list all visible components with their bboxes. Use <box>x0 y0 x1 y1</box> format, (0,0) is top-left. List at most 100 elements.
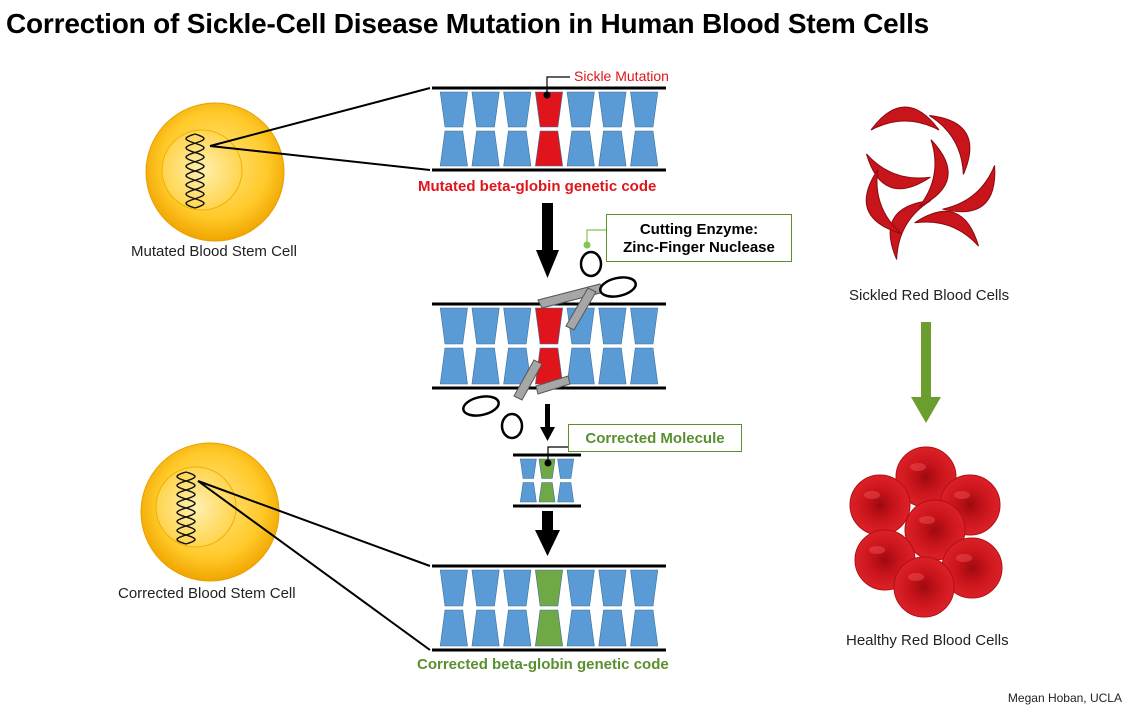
base-top <box>503 307 532 345</box>
sickled-cell <box>865 153 931 190</box>
base-bottom <box>503 130 532 167</box>
credit-text: Megan Hoban, UCLA <box>1007 691 1122 705</box>
corrected-molecule-pointer <box>544 446 568 467</box>
scissor-handle <box>462 395 500 417</box>
base-top <box>471 91 500 128</box>
cell-highlight <box>919 516 935 524</box>
sickled-cell <box>914 210 980 247</box>
cell-highlight <box>908 573 924 581</box>
green-arrow-down-icon <box>911 322 941 423</box>
sickle-mutation-pointer <box>543 76 570 99</box>
base-top <box>439 91 468 128</box>
base-bottom <box>566 130 595 167</box>
corrected-molecule-callout: Corrected Molecule <box>568 424 742 452</box>
base-bottom <box>439 130 468 167</box>
healthy-cell <box>849 474 911 536</box>
arrow-down-icon <box>536 203 559 278</box>
base-bottom <box>519 482 537 503</box>
mutated-stem-cell <box>145 102 285 242</box>
dna-strand-mutated <box>432 86 666 172</box>
base-bottom <box>439 609 468 647</box>
cell-highlight <box>954 491 970 499</box>
base-top <box>630 569 659 607</box>
corrected-cell-caption: Corrected Blood Stem Cell <box>118 585 296 602</box>
base-bottom <box>566 347 595 385</box>
scissor-blade <box>565 287 597 331</box>
dna-strand-cut <box>432 302 666 390</box>
base-bottom <box>439 347 468 385</box>
scissor-handle <box>579 250 603 278</box>
base-top <box>535 91 563 128</box>
enzyme-line1: Cutting Enzyme: <box>639 221 759 238</box>
cell-highlight <box>869 546 885 554</box>
dna-strand-corrected <box>432 564 666 652</box>
cell-highlight <box>956 554 972 562</box>
base-bottom <box>598 609 627 647</box>
base-top <box>630 91 659 128</box>
base-top <box>598 569 627 607</box>
base-top <box>535 307 563 345</box>
page-title: Correction of Sickle-Cell Disease Mutati… <box>6 8 930 39</box>
sickled-cell <box>929 115 971 175</box>
sickled-red-cells <box>865 106 996 260</box>
scissor-blade <box>535 375 571 395</box>
base-top <box>503 91 532 128</box>
arrow-down-icon <box>540 404 555 441</box>
helix-strand <box>176 471 196 545</box>
base-bottom <box>471 609 500 647</box>
base-top <box>535 569 563 607</box>
scissor-blade <box>513 359 543 401</box>
base-top <box>471 569 500 607</box>
corrected-stem-cell <box>140 442 280 582</box>
base-top <box>566 569 595 607</box>
black-arrows <box>535 203 560 556</box>
healthy-cell <box>893 556 955 618</box>
base-bottom <box>630 609 659 647</box>
enzyme-pointer <box>583 229 606 249</box>
base-bottom <box>598 130 627 167</box>
enzyme-callout: Cutting Enzyme: Zinc-Finger Nuclease <box>606 214 792 262</box>
base-bottom <box>557 482 575 503</box>
sickle-mutation-label: Sickle Mutation <box>574 68 669 84</box>
sickled-cell <box>865 169 902 235</box>
healthy-cells-caption: Healthy Red Blood Cells <box>846 632 1009 649</box>
base-bottom <box>471 130 500 167</box>
dna-strand-corrected-molecule <box>513 453 581 508</box>
base-top <box>598 307 627 345</box>
base-top <box>630 307 659 345</box>
mutated-cell-caption: Mutated Blood Stem Cell <box>131 243 297 260</box>
base-bottom <box>535 130 563 167</box>
zoom-lines-top <box>209 87 431 171</box>
base-bottom <box>535 609 563 647</box>
base-top <box>439 307 468 345</box>
corrected-code-caption: Corrected beta-globin genetic code <box>417 656 669 673</box>
base-bottom <box>630 130 659 167</box>
scissor-handle <box>500 412 524 440</box>
cell-highlight <box>910 463 926 471</box>
base-top <box>598 91 627 128</box>
scissor-handle <box>599 276 637 298</box>
base-top <box>503 569 532 607</box>
scissors-icon <box>462 250 637 440</box>
base-bottom <box>538 482 556 503</box>
sickled-cells-caption: Sickled Red Blood Cells <box>849 287 1010 304</box>
base-bottom <box>503 609 532 647</box>
base-top <box>519 458 537 479</box>
base-top <box>566 91 595 128</box>
base-top <box>471 307 500 345</box>
healthy-red-cells <box>849 446 1003 618</box>
mutated-code-caption: Mutated beta-globin genetic code <box>418 178 657 195</box>
base-top <box>557 458 575 479</box>
dna-helix-icon <box>185 133 205 209</box>
dna-helix-icon <box>176 471 196 545</box>
base-bottom <box>566 609 595 647</box>
base-bottom <box>598 347 627 385</box>
base-bottom <box>630 347 659 385</box>
base-bottom <box>471 347 500 385</box>
enzyme-line2: Zinc-Finger Nuclease <box>623 239 775 256</box>
base-top <box>439 569 468 607</box>
zoom-lines-bottom <box>197 480 431 651</box>
helix-strand <box>185 133 205 209</box>
sickled-cell <box>870 106 940 131</box>
